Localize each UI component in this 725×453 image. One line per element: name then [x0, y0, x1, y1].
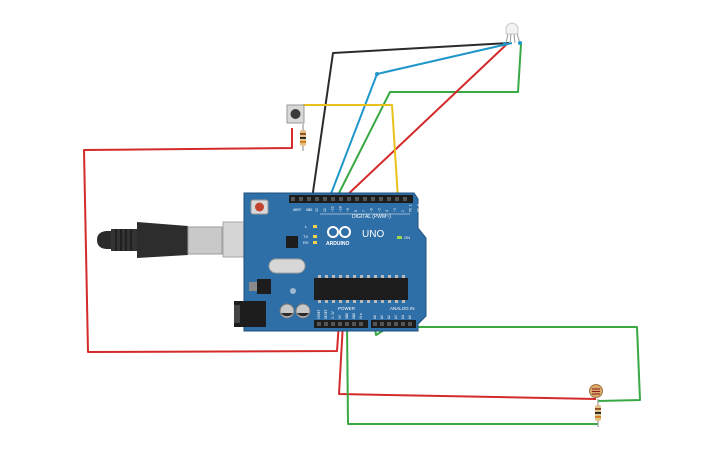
resistor-button[interactable]: [300, 124, 306, 151]
photoresistor-track: [592, 388, 600, 395]
digital-label: DIGITAL (PWM~): [352, 214, 391, 220]
mount-hole: [290, 288, 296, 294]
atmega-chip-pins: [318, 275, 405, 303]
led-l: [313, 225, 317, 228]
pushbutton[interactable]: [286, 104, 305, 124]
resistor-ldr-band3: [595, 416, 601, 418]
usb-cable[interactable]: [97, 221, 270, 258]
power-pin-label: 3.3V: [331, 311, 335, 319]
atmega-chip: [314, 278, 408, 300]
capacitor-2-mark: [297, 313, 309, 317]
usb-plug-metal: [187, 226, 223, 255]
digital-pin-label: 2: [401, 210, 405, 212]
wire-red-pin9-to-led[interactable]: [342, 43, 508, 200]
arduino-model: UNO: [362, 229, 384, 240]
rgb-led-legs: [505, 33, 521, 44]
digital-pin-label: TX 1: [409, 204, 413, 212]
wire-green-pin10-to-led[interactable]: [335, 43, 522, 200]
digital-pin-label: 13: [315, 208, 319, 212]
digital-pin-label: 4: [385, 210, 389, 212]
power-label: POWER: [338, 306, 356, 311]
arduino-logo: [327, 226, 351, 238]
digital-pin-label: ~11: [331, 206, 335, 212]
junction-led-right: [518, 41, 522, 45]
rgb-led[interactable]: [505, 22, 521, 44]
digital-pin-label: ~10: [338, 206, 342, 212]
voltage-regulator-tab: [249, 282, 257, 291]
power-pin-label: Vin: [359, 313, 363, 319]
label-tx: TX: [303, 234, 308, 239]
arduino-uno-board[interactable]: AREF GND DIGITAL (PWM~) L TX RX ON ARDUI…: [234, 192, 427, 332]
label-gnd: GND: [306, 208, 312, 212]
wire-yellow-button-to-pin2[interactable]: [303, 104, 399, 200]
digital-pin-label: ~5: [377, 208, 381, 212]
analog-pin-label: A3: [394, 315, 398, 319]
power-jack-front: [234, 305, 240, 323]
power-pin-label: 5V: [338, 315, 342, 319]
resistor-ldr-band2: [595, 412, 601, 414]
digital-pin-label: 7: [362, 210, 366, 212]
junction-blue: [375, 72, 379, 76]
led-on: [397, 236, 402, 239]
analog-pin-label: A5: [408, 315, 412, 319]
usb-cable-ribs: [115, 229, 132, 251]
power-header-pins: [317, 322, 363, 326]
wire-green-a0-to-ldr[interactable]: [373, 321, 641, 402]
analog-pin-label: A0: [373, 315, 377, 319]
resistor-button-band1: [300, 133, 306, 135]
resistor-button-band3: [300, 141, 306, 143]
wire-green-gnd-to-resistor[interactable]: [346, 322, 598, 425]
digital-header-pins: [291, 197, 407, 201]
digital-pin-label: 8: [354, 210, 358, 212]
resistor-ldr-band1: [595, 408, 601, 410]
digital-pin-label: RX 0: [416, 204, 420, 212]
resistor-button-band2: [300, 137, 306, 139]
capacitor-1-mark: [281, 313, 293, 317]
analog-header-pins: [373, 322, 412, 326]
photoresistor-body: [589, 384, 603, 398]
analog-pin-label: A2: [387, 315, 391, 319]
usb-chip: [286, 236, 298, 248]
digital-pin-label: ~6: [370, 208, 374, 212]
wire-red-5v-to-ldr[interactable]: [338, 322, 597, 400]
rgb-led-dome: [505, 22, 519, 35]
led-tx: [313, 235, 317, 238]
wire-black-gnd-to-led[interactable]: [311, 42, 510, 200]
analog-pin-label: A4: [401, 315, 405, 319]
arduino-brand: ARDUINO: [326, 241, 349, 247]
usb-cable-housing: [137, 222, 188, 258]
photoresistor[interactable]: [589, 384, 603, 398]
power-pin-label: RESET: [324, 309, 328, 319]
digital-pin-label: 12: [323, 208, 327, 212]
wire-junctions: [375, 41, 522, 76]
analog-pin-label: A1: [380, 315, 384, 319]
junction-black: [503, 42, 507, 46]
label-rx: RX: [303, 240, 309, 245]
power-pin-label: GND: [352, 313, 356, 319]
analog-label: ANALOG IN: [390, 306, 415, 311]
resistor-ldr[interactable]: [595, 399, 601, 427]
power-pin-label: GND: [345, 313, 349, 319]
reset-button-cap: [255, 202, 264, 212]
voltage-regulator: [257, 279, 271, 294]
label-on: ON: [404, 235, 410, 240]
pushbutton-cap: [290, 109, 301, 119]
digital-pin-label: ~9: [346, 208, 350, 212]
power-pin-label: IOREF: [317, 309, 321, 319]
digital-pin-label: ~3: [393, 208, 397, 212]
crystal: [268, 258, 306, 274]
usb-cable-tip: [97, 231, 112, 249]
label-l: L: [305, 224, 308, 229]
wire-red-button-to-5v[interactable]: [83, 128, 340, 353]
led-rx: [313, 241, 317, 244]
wires: [83, 42, 641, 425]
label-aref: AREF: [293, 208, 301, 212]
usb-cable-strain-relief: [111, 229, 137, 251]
analog-header: [371, 320, 416, 328]
